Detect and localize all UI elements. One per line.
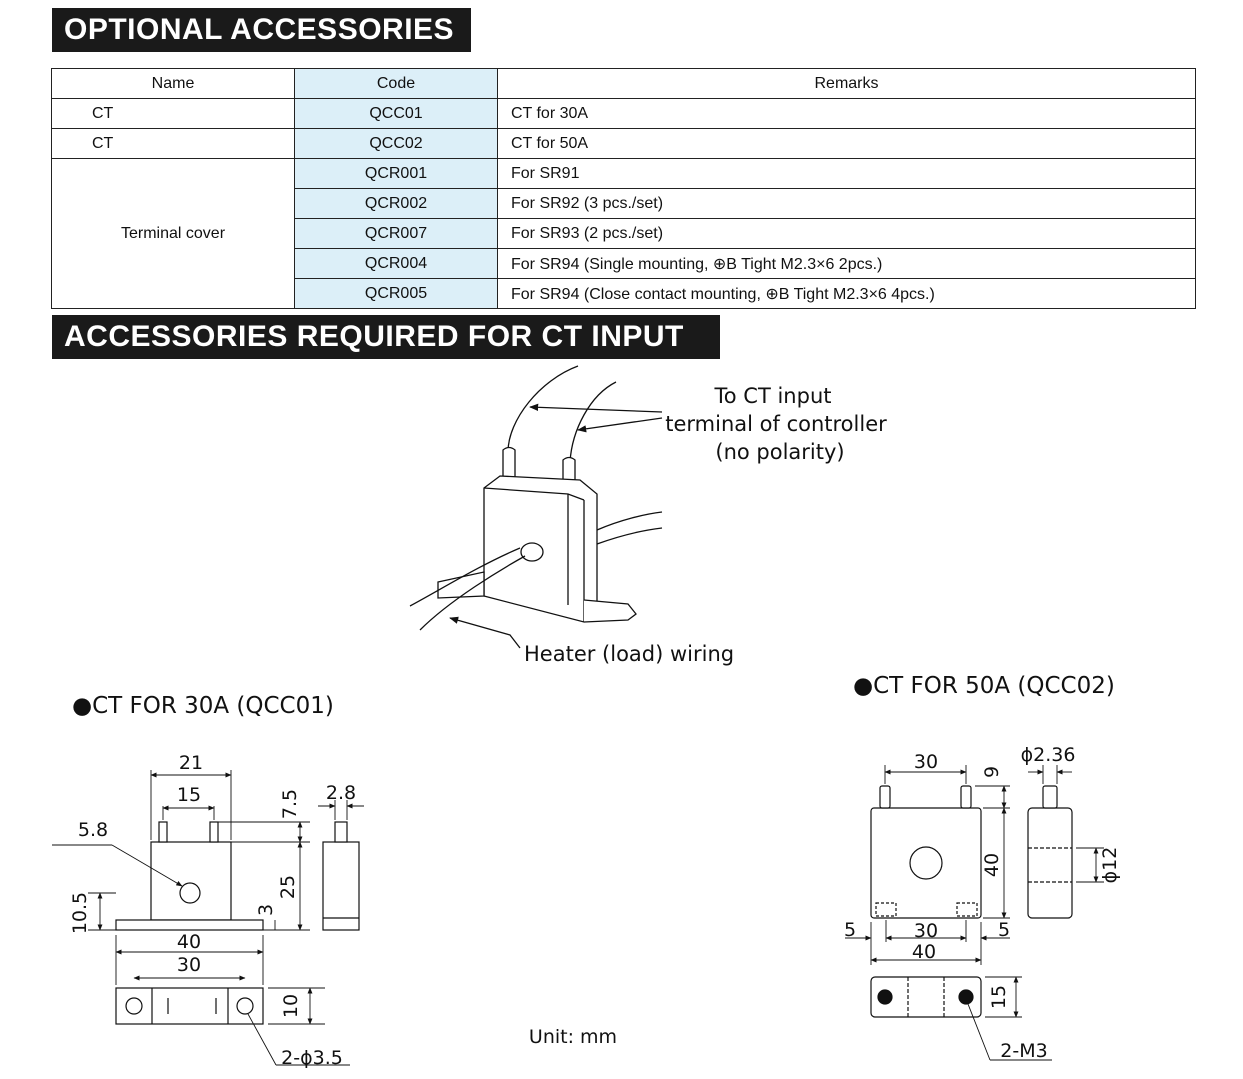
ct-input-label-line2: terminal of controller [665,412,887,436]
ct-input-label-line3: (no polarity) [715,440,844,464]
ct-installation-illustration [409,365,663,649]
ct50-dim-5-right: 5 [998,919,1010,941]
ct50-dim-5-left: 5 [844,919,856,941]
table-row: QCR007 For SR93 (2 pcs./set) [52,218,1196,249]
ct-lead-wire-right [569,381,617,463]
ct50-dim-40-bottom: 40 [912,941,936,963]
table-row: QCR004 For SR94 (Single mounting, ⊕B Tig… [52,248,1196,279]
header-code: Code [294,68,498,99]
header-name: Name [51,68,295,99]
row-code: QCC02 [294,128,498,159]
row-code: QCR002 [294,188,498,219]
ct30-title: ●CT FOR 30A (QCC01) [72,693,334,719]
ct-through-hole [520,542,544,562]
ct30-dim-30: 30 [177,954,201,976]
ct30-dim-holes: 2-ϕ3.5 [281,1047,343,1069]
heater-wire-out [596,511,663,531]
ct30-dim-10-5: 10.5 [69,892,91,934]
row-remarks: CT for 50A [497,128,1196,159]
unit-label: Unit: mm [529,1026,617,1048]
heater-wire-in [419,555,526,631]
table-row: Terminal cover QCR001 For SR91 [51,158,1196,309]
ct50-dim-15: 15 [988,985,1010,1009]
row-remarks: For SR94 (Single mounting, ⊕B Tight M2.3… [497,248,1196,279]
ct30-dim-25: 25 [277,875,299,899]
ct50-dim-9: 9 [981,766,1003,778]
row-name: CT [51,98,295,129]
ct-foot-left [437,571,485,599]
ct30-dim-15: 15 [177,784,201,806]
table-row: CT QCC02 CT for 50A [51,128,1196,159]
row-name: CT [51,128,295,159]
ct50-dim-30-bottom: 30 [914,920,938,942]
ct30-dim-2-8: 2.8 [326,782,356,804]
ct30-drawing [52,770,364,1066]
ct30-dim-21: 21 [179,752,203,774]
row-remarks: For SR92 (3 pcs./set) [497,188,1196,219]
row-remarks: CT for 30A [497,98,1196,129]
optional-accessories-heading: OPTIONAL ACCESSORIES [52,8,471,52]
ct50-dim-30-top: 30 [914,751,938,773]
ct30-dim-7-5: 7.5 [279,789,301,819]
ct50-title: ●CT FOR 50A (QCC02) [853,673,1115,699]
ct-lead-wire-left [507,365,579,453]
ct30-dim-5-8: 5.8 [78,819,108,841]
row-remarks: For SR91 [497,158,1196,189]
row-code: QCR004 [294,248,498,279]
row-code: QCR005 [294,278,498,309]
ct-input-accessories-heading: ACCESSORIES REQUIRED FOR CT INPUT [52,315,720,359]
table-row: QCR005 For SR94 (Close contact mounting,… [52,278,1196,309]
ct50-dim-holes: 2-M3 [1000,1040,1047,1062]
row-code: QCR001 [294,158,498,189]
ct30-dim-40: 40 [177,931,201,953]
ct-foot-right [583,599,637,623]
row-remarks: For SR94 (Close contact mounting, ⊕B Tig… [497,278,1196,309]
ct50-dim-40-side: 40 [981,853,1003,877]
accessories-table: Name Code Remarks CT QCC01 CT for 30A CT… [51,68,1196,309]
ct30-dim-10: 10 [280,994,302,1018]
table-row: QCR002 For SR92 (3 pcs./set) [52,188,1196,219]
table-row: CT QCC01 CT for 30A [51,98,1196,129]
row-remarks: For SR93 (2 pcs./set) [497,218,1196,249]
ct30-dim-3: 3 [255,904,277,916]
ct50-dim-dia12: ϕ12 [1099,847,1121,884]
heater-wiring-label: Heater (load) wiring [524,642,734,666]
row-code: QCC01 [294,98,498,129]
row-name-terminal-cover: Terminal cover [51,158,295,309]
ct50-dim-pin: ϕ2.36 [1021,744,1076,766]
ct-input-label-line1: To CT input [714,384,832,408]
ct50-drawing [845,765,1104,1061]
